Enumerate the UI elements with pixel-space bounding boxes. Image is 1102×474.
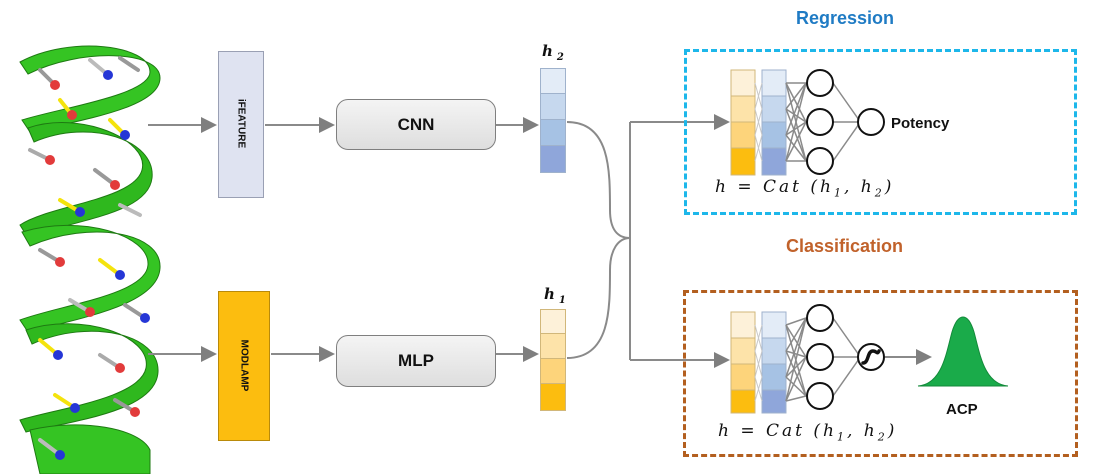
h2-cell xyxy=(540,68,566,94)
classification-concat-formula: h = Cat (h1, h2) xyxy=(718,421,898,444)
regression-title: Regression xyxy=(796,8,895,28)
classification-concat-yellow xyxy=(730,311,756,414)
regression-hidden-node xyxy=(806,108,834,136)
mlp-encoder-box: MLP xyxy=(336,335,496,387)
peptide-helix-illustration xyxy=(19,45,161,474)
h2-cell xyxy=(540,94,566,120)
regression-concat-blue xyxy=(761,69,787,176)
merge-connector xyxy=(566,121,631,359)
classification-title: Classification xyxy=(786,236,904,256)
regression-hidden-node xyxy=(806,147,834,175)
classification-hidden-node xyxy=(806,304,834,332)
modlamp-box: MODLAMP xyxy=(218,291,270,441)
classification-concat-blue xyxy=(761,311,787,414)
ifeature-label: iFEATURE xyxy=(235,98,247,149)
h1-cell xyxy=(540,384,566,411)
h2-cell xyxy=(540,146,566,173)
regression-output-node xyxy=(857,108,885,136)
sigmoid-icon xyxy=(861,349,881,365)
classification-output-arrow xyxy=(885,349,932,365)
regression-network xyxy=(730,69,885,176)
acp-distribution-peak xyxy=(917,316,1009,387)
acp-label: ACP xyxy=(946,401,978,418)
classification-network xyxy=(730,304,885,414)
h1-cell xyxy=(540,359,566,384)
h2-cell xyxy=(540,120,566,146)
potency-label: Potency xyxy=(891,115,950,132)
h1-embedding-vector xyxy=(540,309,566,411)
ifeature-box: iFEATURE xyxy=(218,51,264,198)
h1-cell xyxy=(540,309,566,334)
modlamp-label: MODLAMP xyxy=(238,339,250,392)
cnn-label: CNN xyxy=(397,114,435,134)
h1-cell xyxy=(540,334,566,359)
h2-embedding-vector xyxy=(540,68,566,173)
classification-hidden-node xyxy=(806,382,834,410)
regression-concat-yellow xyxy=(730,69,756,176)
mlp-label: MLP xyxy=(398,351,434,370)
regression-panel xyxy=(684,49,1077,215)
classification-hidden-node xyxy=(806,343,834,371)
regression-concat-formula: h = Cat (h1, h2) xyxy=(715,177,895,200)
atom-spheres xyxy=(45,70,150,460)
cnn-encoder-box: CNN xyxy=(336,99,496,150)
classification-panel xyxy=(683,290,1078,457)
helix-ribbon-5 xyxy=(29,424,151,474)
regression-hidden-node xyxy=(806,69,834,97)
